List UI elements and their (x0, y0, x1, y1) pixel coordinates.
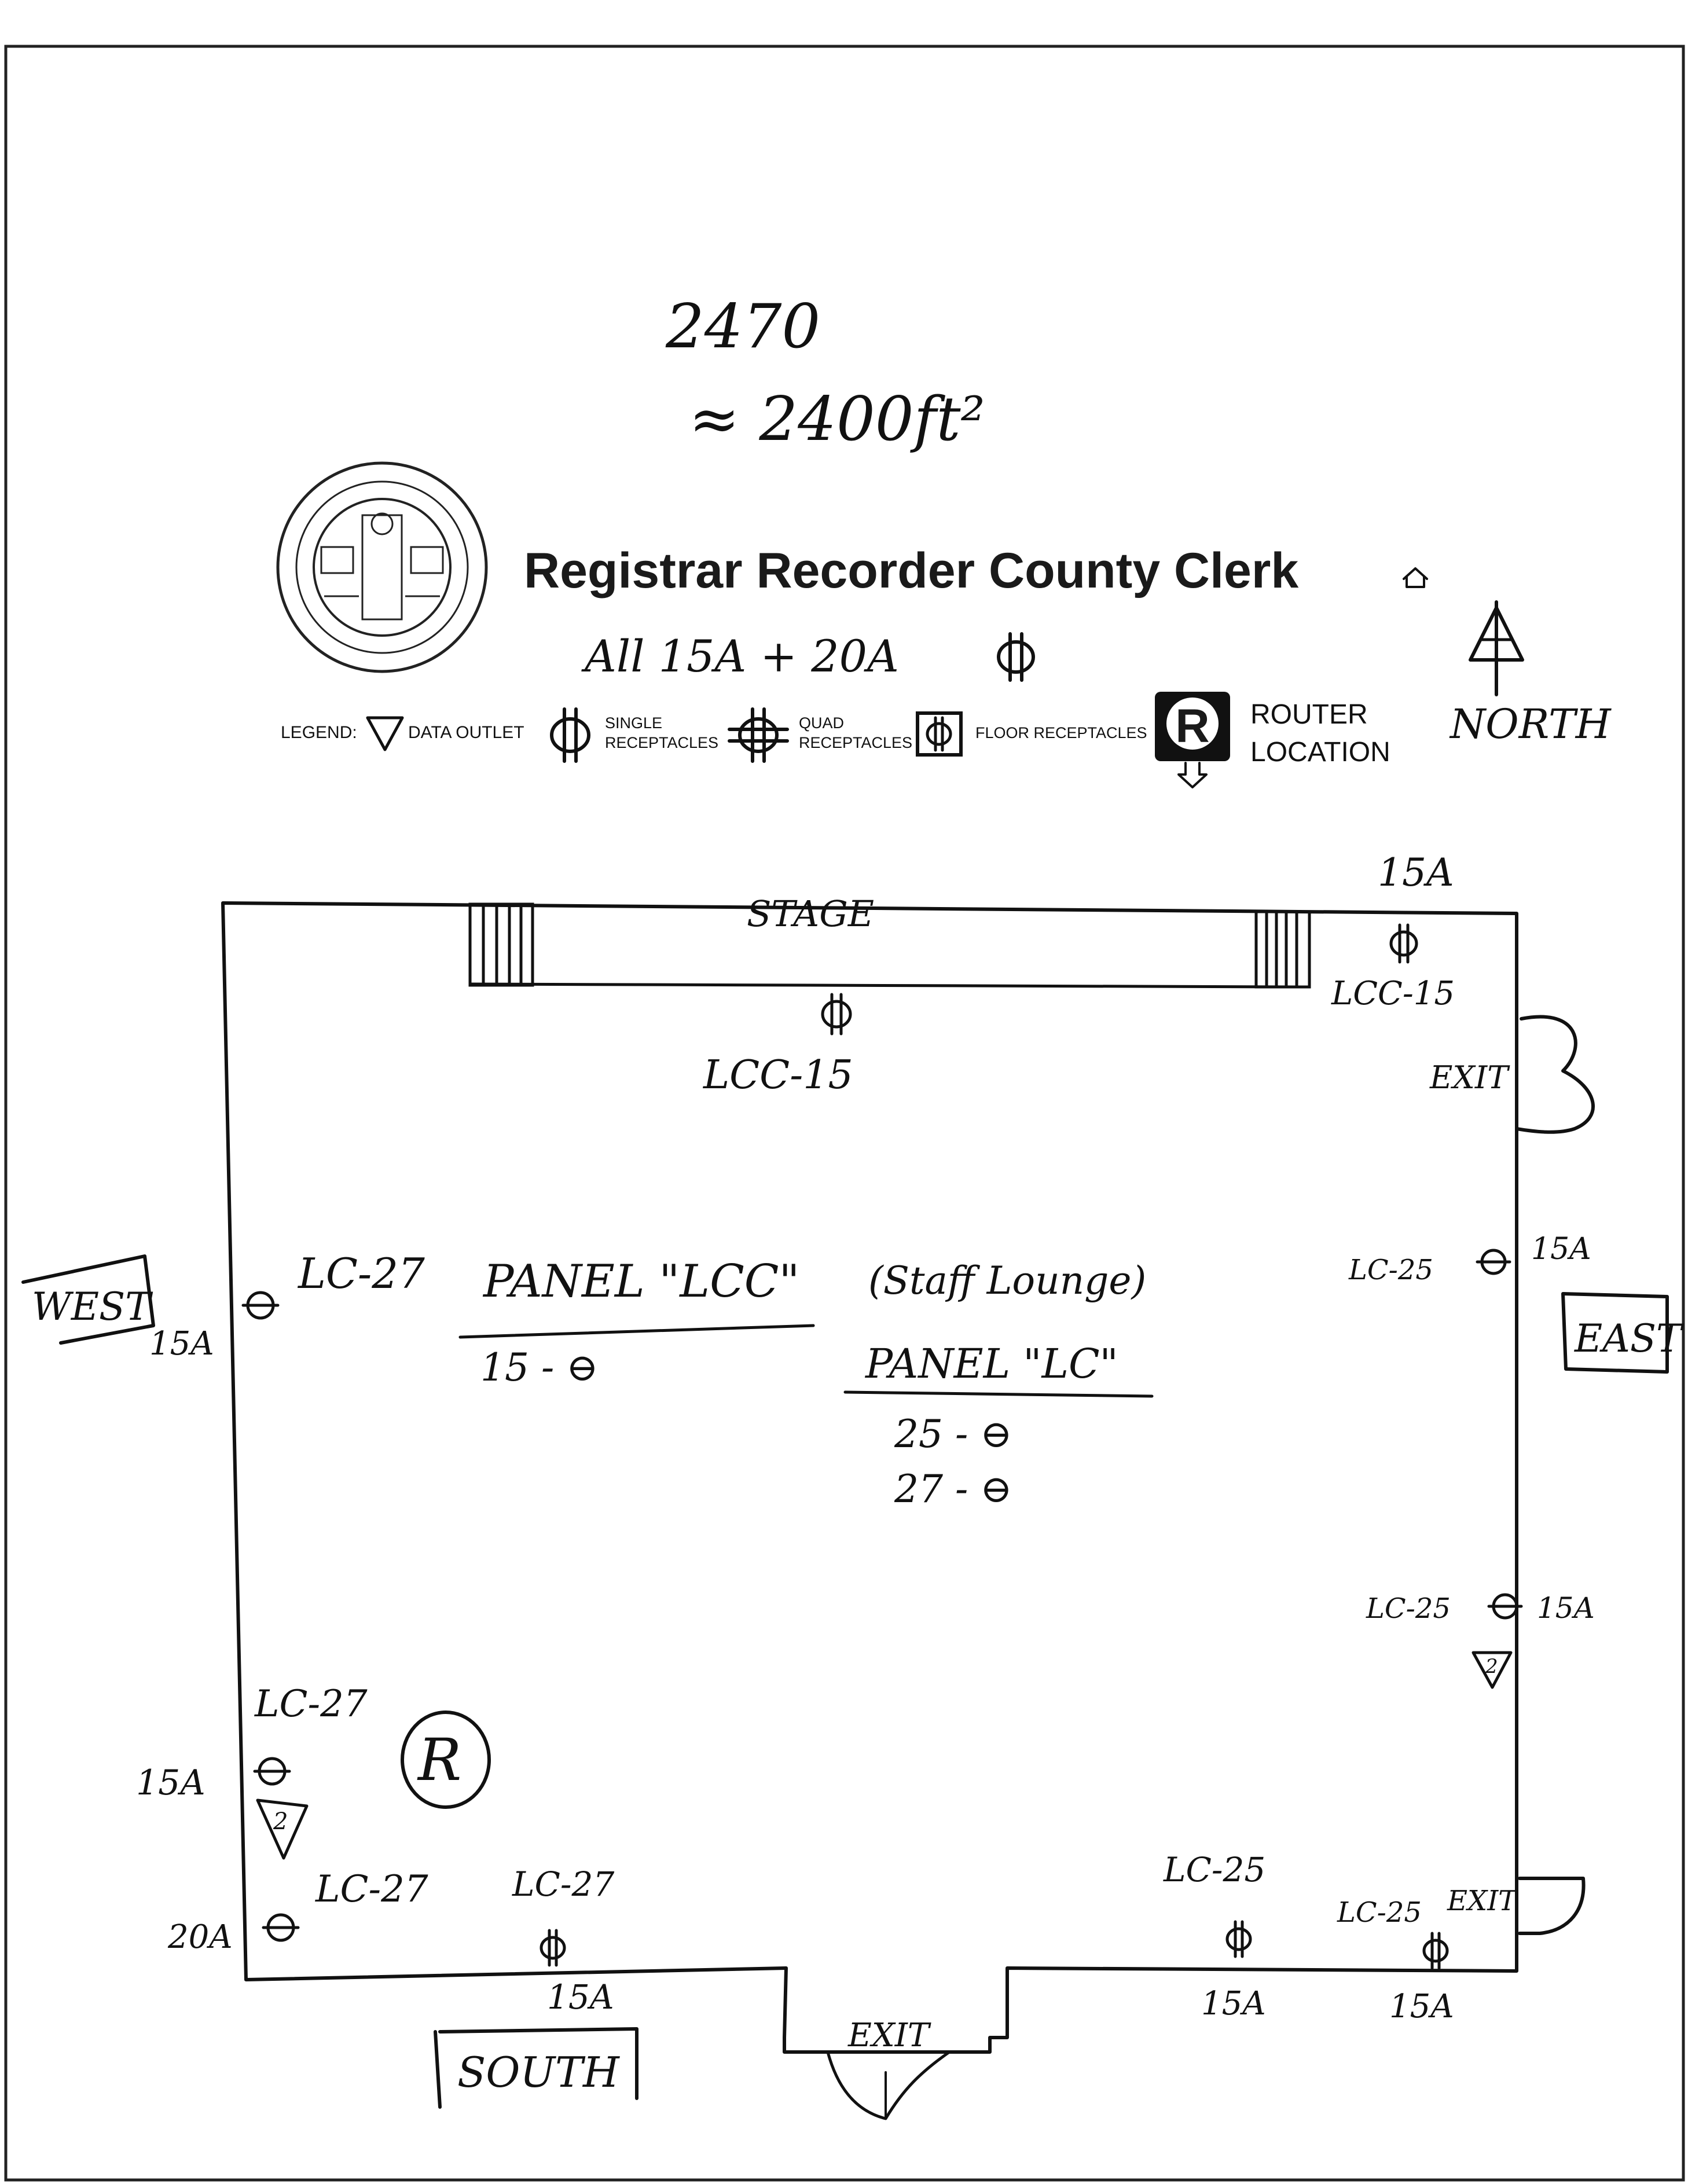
exit-door-icon (1515, 1015, 1595, 1134)
stage-label: STAGE (747, 893, 874, 935)
svg-text:R: R (1175, 700, 1209, 753)
top-right-circuit: LCC-15 (1331, 975, 1455, 1012)
building-outline (221, 901, 1518, 2054)
west-label-box (21, 1254, 155, 1345)
single-receptacle-icon (550, 707, 590, 763)
panel-lcc-circuit: 15 - ⊖ (480, 1345, 599, 1390)
east-label-box (1561, 1292, 1669, 1374)
bottom-left-circuit: LC-27 (315, 1868, 428, 1911)
stage-circuit: LCC-15 (702, 1052, 853, 1098)
duplex-receptacle-icon (1487, 1593, 1523, 1620)
duplex-receptacle-icon (262, 1913, 300, 1942)
quad-receptacle-icon (728, 707, 789, 763)
east-circuit-1: LC-25 (1348, 1254, 1433, 1286)
single-receptacle-icon (540, 1929, 566, 1967)
south-circuit-2: LC-25 (1163, 1850, 1265, 1889)
data-outlet-icon (366, 716, 404, 751)
data-outlet-icon (1472, 1651, 1513, 1689)
north-label: NORTH (1449, 700, 1612, 748)
legend-router-line1: ROUTER (1250, 699, 1368, 730)
legend-single-line1: SINGLE (605, 714, 662, 732)
amp-note: All 15A + 20A (581, 630, 899, 682)
bottom-left-amp: 20A (167, 1918, 233, 1956)
router-icon (401, 1711, 491, 1809)
sw-amp: 15A (136, 1763, 206, 1803)
legend-label: LEGEND: (281, 723, 357, 742)
legend-data-outlet: DATA OUTLET (408, 723, 524, 742)
sw-circuit: LC-27 (254, 1683, 368, 1726)
data-outlet-icon (256, 1798, 309, 1860)
note-number: 2470 (665, 291, 820, 362)
east-amp-1: 15A (1531, 1232, 1591, 1267)
single-receptacle-icon (1422, 1932, 1449, 1970)
county-seal-icon (276, 461, 488, 673)
west-label: WEST (32, 1284, 153, 1329)
exit-east-bottom: EXIT (1447, 1885, 1518, 1917)
south-amp-1: 15A (547, 1977, 614, 2017)
east-amp-2: 15A (1537, 1591, 1595, 1625)
panel-lc-title: PANEL "LC" (864, 1340, 1118, 1388)
panel-lc-underline (843, 1390, 1154, 1398)
duplex-receptacle-icon (241, 1291, 280, 1320)
exit-door-icon (826, 2050, 951, 2120)
duplex-receptacle-icon (253, 1757, 291, 1786)
east-label: EAST (1574, 1316, 1685, 1361)
panel-lcc-title: PANEL "LCC" (482, 1256, 799, 1308)
router-mark: R (417, 1726, 461, 1794)
west-amp: 15A (149, 1325, 214, 1363)
single-receptacle-icon (1389, 923, 1418, 964)
single-receptacle-icon (821, 993, 852, 1036)
single-receptacle-icon (997, 632, 1035, 682)
panel-lc-circuit-1: 25 - ⊖ (894, 1412, 1012, 1456)
page-border (4, 45, 1685, 2182)
legend-floor: FLOOR RECEPTACLES (975, 724, 1147, 742)
south-label-box (434, 2027, 638, 2109)
panel-lc-circuit-2: 27 - ⊖ (894, 1467, 1012, 1511)
south-amp-2: 15A (1201, 1985, 1266, 2023)
legend-quad-line1: QUAD (799, 714, 844, 732)
single-receptacle-icon (1225, 1920, 1252, 1958)
legend-quad-line2: RECEPTACLES (799, 734, 912, 751)
panel-lcc-underline (458, 1324, 815, 1339)
exit-door-icon (1518, 1877, 1586, 1935)
org-title: Registrar Recorder County Clerk (524, 543, 1298, 599)
east-circuit-2: LC-25 (1366, 1592, 1451, 1625)
south-amp-3: 15A (1389, 1988, 1454, 2025)
top-right-amp: 15A (1378, 850, 1454, 895)
south-label: SOUTH (457, 2048, 620, 2097)
router-icon: R (1155, 692, 1230, 788)
note-area: ≈ 2400ft² (689, 384, 985, 454)
north-arrow-icon (1469, 600, 1524, 696)
legend-single-line2: RECEPTACLES (605, 734, 718, 751)
sw-data: 2 (273, 1808, 288, 1835)
east-data: 2 (1485, 1655, 1498, 1678)
south-circuit-1: LC-27 (512, 1864, 614, 1904)
duplex-receptacle-icon (1476, 1249, 1511, 1275)
legend-router-line2: LOCATION (1250, 737, 1390, 768)
exit-east-top: EXIT (1429, 1059, 1510, 1096)
panel-lcc-note: (Staff Lounge) (868, 1258, 1146, 1303)
south-circuit-3: LC-25 (1337, 1896, 1422, 1929)
home-icon (1403, 567, 1428, 588)
exit-south: EXIT (847, 2017, 931, 2054)
floor-receptacle-icon (916, 711, 963, 757)
west-circuit: LC-27 (297, 1249, 425, 1298)
